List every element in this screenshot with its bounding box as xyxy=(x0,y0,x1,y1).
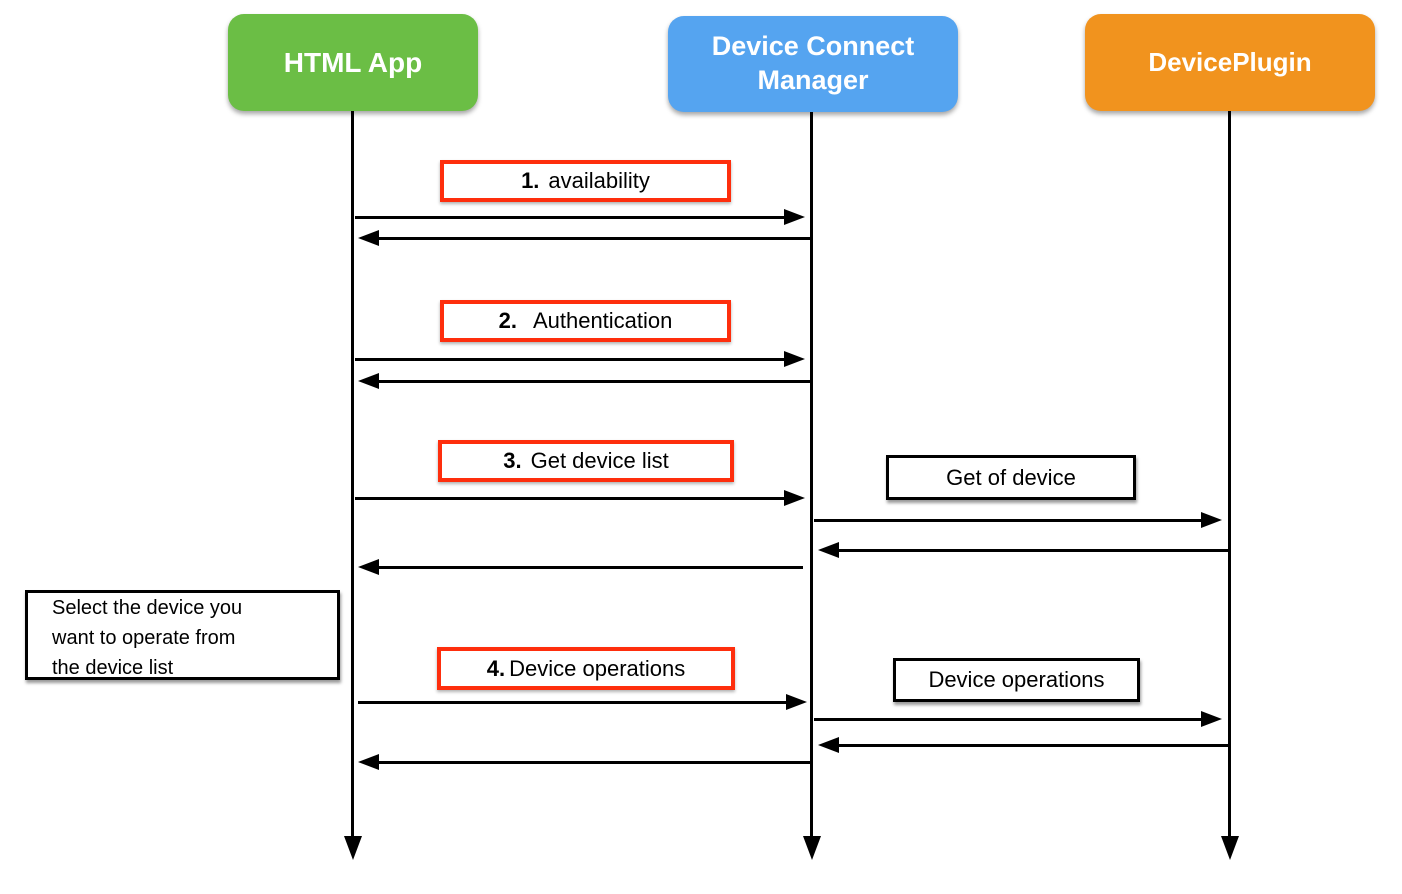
arrow-get-of-device-response xyxy=(818,542,1228,558)
arrow-get-device-list-request xyxy=(355,490,805,506)
message-label-availability: 1. availability xyxy=(440,160,731,202)
message-text: Authentication xyxy=(532,308,673,333)
note-line: Select the device you xyxy=(52,597,243,619)
arrow-device-operations-response xyxy=(358,754,812,770)
arrow-plugin-device-operations-response xyxy=(818,737,1228,753)
arrow-device-operations-request xyxy=(358,694,807,710)
arrow-get-of-device-request xyxy=(814,512,1222,528)
actor-device-connect-manager: Device Connect Manager xyxy=(668,16,958,112)
lifeline-device-connect-manager xyxy=(810,112,813,836)
message-number: 3. xyxy=(503,448,522,473)
arrow-plugin-device-operations-request xyxy=(814,711,1222,727)
message-number: 2. xyxy=(498,308,517,333)
note-line: the device list xyxy=(52,657,174,679)
lifeline-html-app-arrowhead-icon xyxy=(344,836,362,860)
arrow-availability-response xyxy=(358,230,810,246)
note-select-device: Select the device you want to operate fr… xyxy=(25,590,340,680)
message-label-authentication: 2. Authentication xyxy=(440,300,731,342)
message-label-device-operations: 4. Device operations xyxy=(437,647,735,690)
lifeline-device-plugin xyxy=(1228,111,1231,836)
lifeline-device-connect-manager-arrowhead-icon xyxy=(803,836,821,860)
arrow-authentication-response xyxy=(358,373,810,389)
actor-html-app-label: HTML App xyxy=(283,47,423,78)
lifeline-device-plugin-arrowhead-icon xyxy=(1221,836,1239,860)
message-number: 1. xyxy=(521,168,540,193)
message-text: Get device list xyxy=(530,448,669,473)
message-label-get-device-list: 3. Get device list xyxy=(438,440,734,482)
lifeline-html-app xyxy=(351,111,354,836)
call-label-device-operations: Device operations xyxy=(893,658,1140,702)
call-text: Device operations xyxy=(928,667,1105,692)
arrow-authentication-request xyxy=(355,351,805,367)
arrow-availability-request xyxy=(355,209,805,225)
message-number: 4. xyxy=(486,655,506,681)
actor-device-plugin: DevicePlugin xyxy=(1085,14,1375,111)
message-text: Device operations xyxy=(509,655,686,681)
actor-html-app: HTML App xyxy=(228,14,478,111)
note-line: want to operate from xyxy=(52,627,236,649)
actor-device-connect-manager-label: Device Connect Manager xyxy=(711,31,915,95)
call-label-get-of-device: Get of device xyxy=(886,455,1136,500)
message-text: availability xyxy=(548,168,650,193)
arrow-get-device-list-response xyxy=(358,559,803,575)
call-text: Get of device xyxy=(946,464,1076,490)
actor-device-plugin-label: DevicePlugin xyxy=(1148,47,1312,78)
